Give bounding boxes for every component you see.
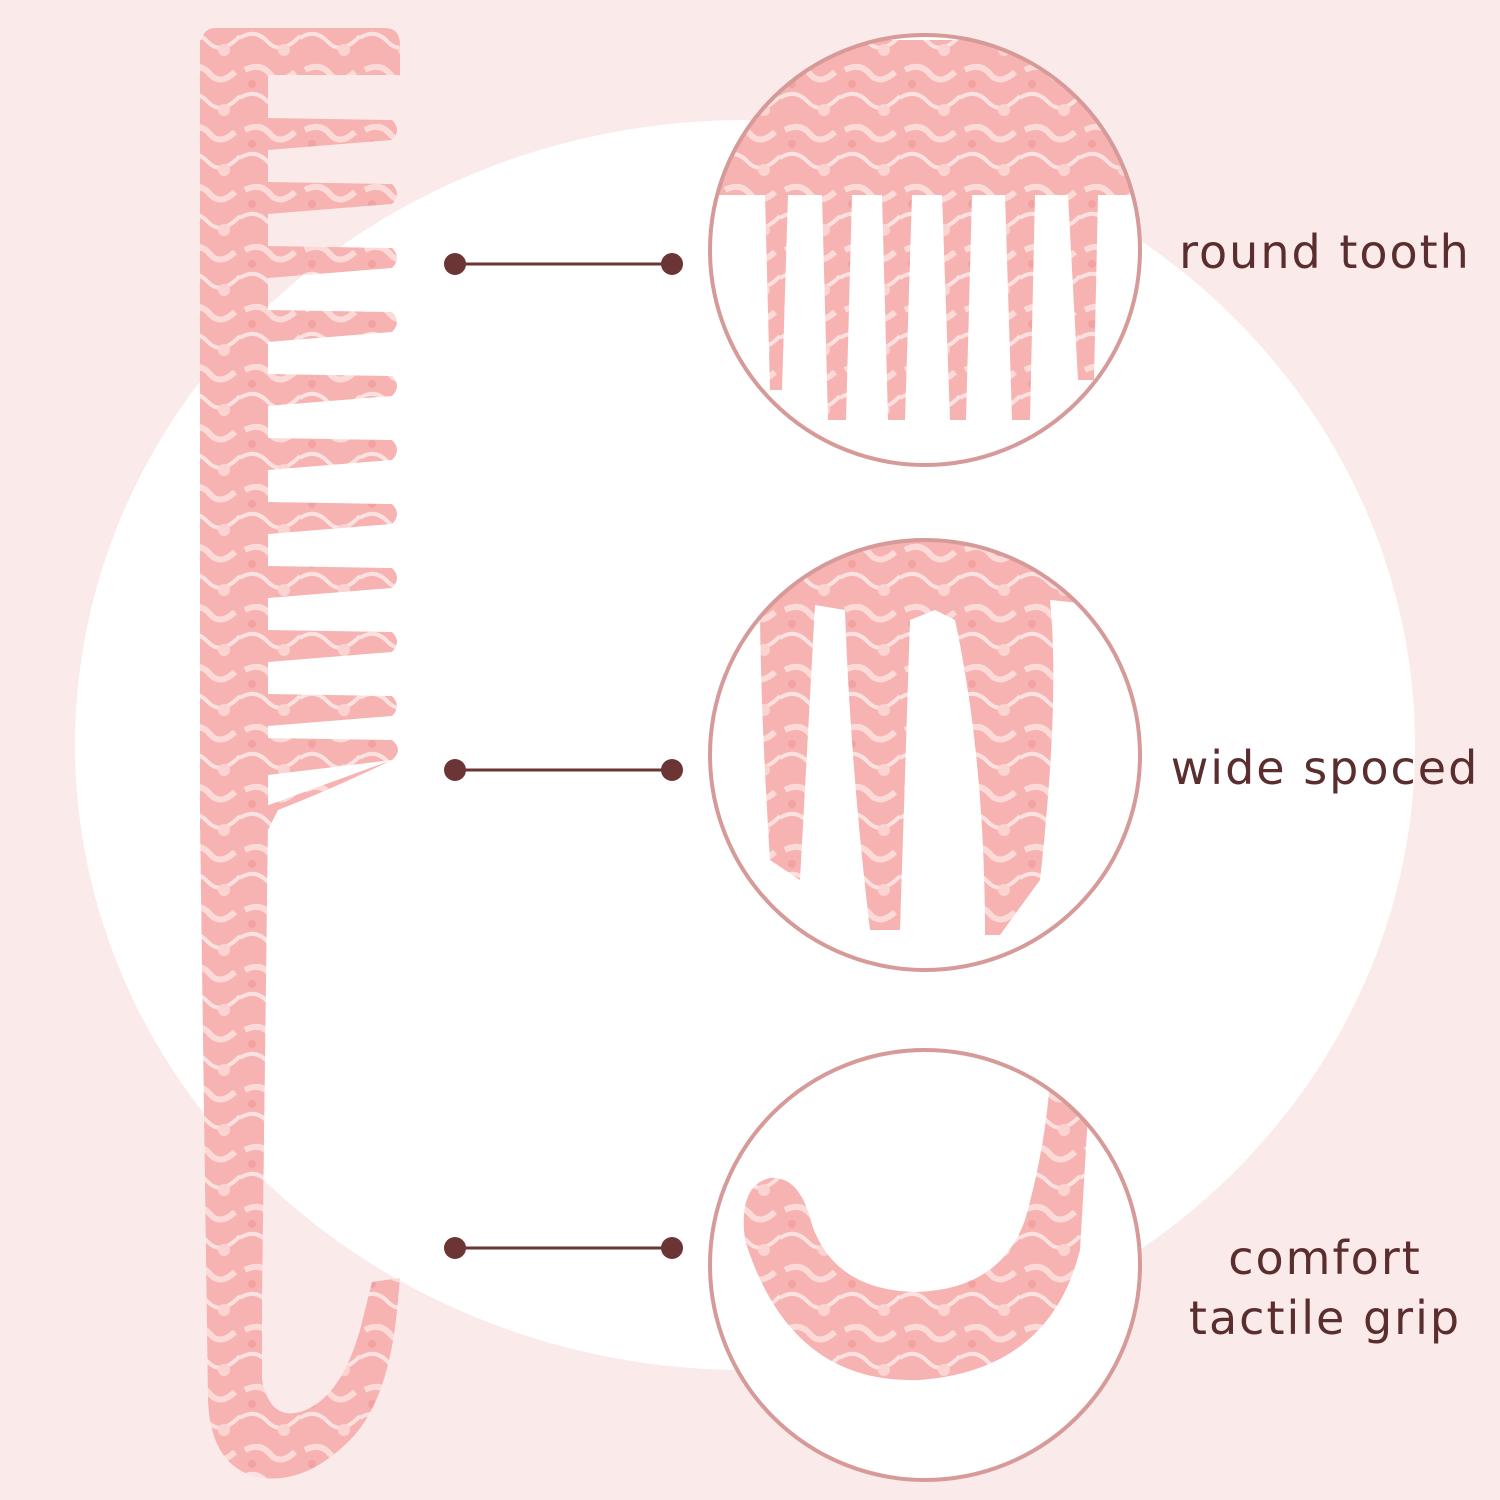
zoom-circle-grip [708, 1048, 1142, 1482]
connector-1 [444, 253, 683, 275]
connector-3 [444, 1237, 683, 1259]
feature-label-round-tooth: round tooth [1179, 225, 1471, 279]
connector-2 [444, 759, 683, 781]
comb-teeth [268, 118, 398, 775]
feature-label-grip: comfort tactile grip [1188, 1231, 1462, 1345]
zoom-circle-round-tooth [708, 33, 1142, 467]
comb [200, 28, 400, 1479]
zoom-circle-wide-spaced [708, 538, 1142, 972]
feature-label-wide-spaced: wide spoced [1170, 741, 1480, 795]
